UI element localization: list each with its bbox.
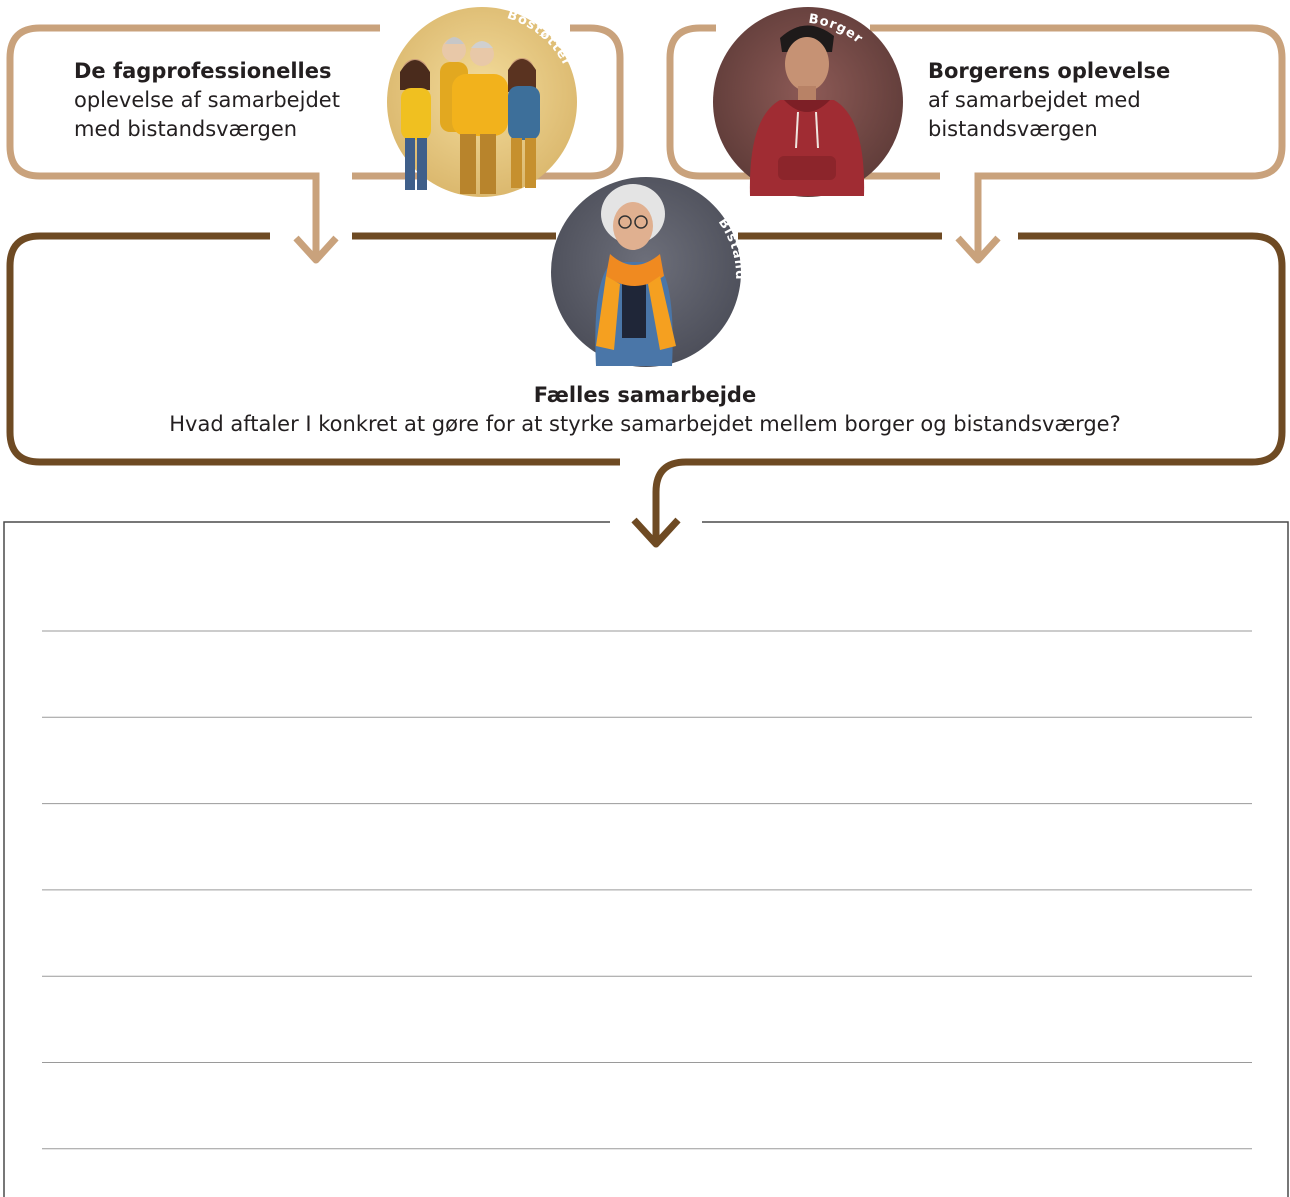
right-box-outline <box>666 24 940 180</box>
left-box-line2: med bistandsværgen <box>74 117 298 141</box>
right-box-line2: bistandsværgen <box>928 117 1098 141</box>
avatar-bostotter: Bostøtter <box>387 7 577 197</box>
left-box-title: De fagprofessionelles <box>74 59 332 83</box>
right-box-line1: af samarbejdet med <box>928 88 1141 112</box>
arrow-down-icon <box>955 235 1001 264</box>
arrow-down-icon <box>293 235 339 264</box>
center-box-outline <box>6 232 620 466</box>
center-box-title: Fælles samarbejde <box>533 383 757 407</box>
left-box-line1: oplevelse af samarbejdet <box>74 88 340 112</box>
young-man-red-hoodie-illustration <box>749 25 865 196</box>
arrow-down-icon <box>631 517 681 548</box>
center-box-question: Hvad aftaler I konkret at gøre for at st… <box>169 412 1121 436</box>
avatar-borger: Borger <box>713 7 903 197</box>
right-box-title: Borgerens oplevelse <box>928 59 1171 83</box>
write-box-outline <box>3 521 1289 1197</box>
left-box-outline-right <box>352 24 624 180</box>
older-woman-orange-scarf-illustration <box>595 184 676 366</box>
write-lines <box>42 630 1252 1150</box>
left-box-outline <box>6 24 380 258</box>
right-box-outline-right <box>870 24 1286 258</box>
group-of-professionals-illustration <box>400 37 540 194</box>
center-box-outline-right <box>652 232 1286 542</box>
avatar-bistandsvaerge: Bistandsværge <box>0 0 746 367</box>
